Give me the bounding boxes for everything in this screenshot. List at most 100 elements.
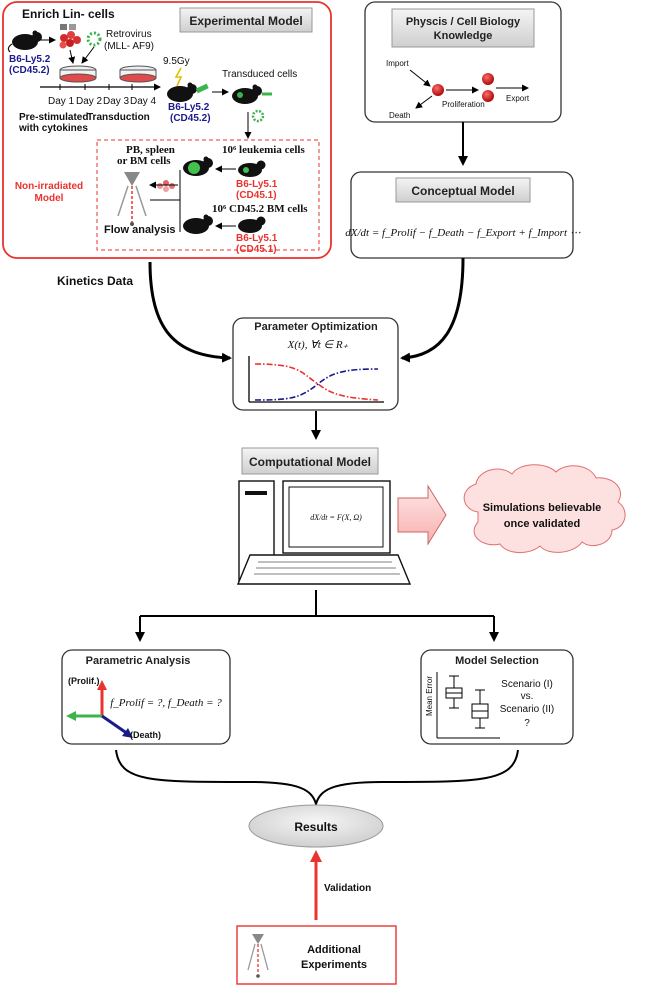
kinetics-data-label: Kinetics Data <box>57 274 133 288</box>
transduced-mouse-icon <box>232 84 262 104</box>
optimization-title: Parameter Optimization <box>254 321 378 333</box>
mean-error-label: Mean Error <box>425 676 434 716</box>
donor-mouse-icon <box>7 30 42 53</box>
flow-cytometer-small-icon <box>247 934 269 978</box>
parametric-analysis-panel: Parametric Analysis (Prolif.) (Death) f_… <box>61 649 231 745</box>
retrovirus-label: Retrovirus <box>106 29 152 40</box>
syringe-icon <box>195 83 209 94</box>
leukemia-cells-label: 10⁶ leukemia cells <box>222 144 305 156</box>
conceptual-model-panel: Conceptual Model dX/dt = f_Prolif − f_De… <box>345 171 581 259</box>
question-mark: ? <box>524 718 530 729</box>
dose-label: 9.5Gy <box>163 56 190 67</box>
conceptual-title: Conceptual Model <box>411 184 514 198</box>
recipient-strain: B6-Ly5.2 <box>168 102 210 113</box>
results-ellipse <box>248 804 384 848</box>
donor-cd: (CD45.2) <box>9 65 50 76</box>
day-2: Day 2 <box>76 96 103 107</box>
death-axis <box>101 714 129 736</box>
bm-donor-mouse <box>238 216 266 233</box>
bm-strain: B6-Ly5.1 <box>236 233 278 244</box>
results-label: Results <box>294 820 338 834</box>
pb-label-2: or BM cells <box>117 155 171 167</box>
decreasing-curve <box>254 363 379 401</box>
day-1: Day 1 <box>48 96 75 107</box>
day-4: Day 4 <box>130 96 157 107</box>
retrovirus-icon <box>86 31 102 47</box>
enrich-label: Enrich Lin- cells <box>22 7 115 21</box>
vs-label: vs. <box>521 691 534 702</box>
scenario-2-label: Scenario (II) <box>500 704 554 715</box>
culture-dish-2 <box>119 65 157 83</box>
donor-strain: B6-Ly5.2 <box>9 54 51 65</box>
pb-label-1: PB, spleen <box>126 144 175 156</box>
optimization-formula: X(t), ∀t ∈ R₊ <box>287 339 349 351</box>
arrow-conceptual-to-optimization <box>400 257 465 363</box>
death-label: Death <box>389 111 410 120</box>
leukemia-strain: B6-Ly5.1 <box>236 179 278 190</box>
dividing-cell-icon-2 <box>482 90 494 102</box>
computational-screen-equation: dX/dt = F(X, Ω) <box>310 513 362 522</box>
leukemic-mouse-icon <box>183 156 213 176</box>
arrow-to-simulations <box>397 484 447 546</box>
import-label: Import <box>386 59 409 68</box>
prestim-2: with cytokines <box>18 123 88 134</box>
branch-connector <box>135 590 499 642</box>
dividing-cell-icon-1 <box>482 73 494 85</box>
retrovirus-sub: (MLL- AF9) <box>104 41 154 52</box>
non-irradiated-box <box>96 139 320 251</box>
leukemia-cd: (CD45.1) <box>236 190 277 201</box>
proliferation-label: Proliferation <box>442 100 485 109</box>
simulations-cloud <box>463 464 626 553</box>
merge-brace <box>115 749 519 808</box>
death-axis-label: (Death) <box>130 730 161 740</box>
cloud-line-1: Simulations believable <box>483 502 602 514</box>
lin-cells-icon <box>59 31 81 49</box>
boxplot-scenario-1 <box>445 675 463 709</box>
flow-analysis-label: Flow analysis <box>104 224 176 236</box>
physics-knowledge-panel: Physcis / Cell Biology Knowledge Import … <box>364 1 562 123</box>
parameter-optimization-panel: Parameter Optimization X(t), ∀t ∈ R₊ <box>232 317 399 411</box>
physics-title-1: Physcis / Cell Biology <box>406 16 521 28</box>
increasing-curve <box>254 368 379 401</box>
experimental-title-box <box>179 7 313 33</box>
tube-icon <box>60 24 67 30</box>
culture-dish-1 <box>59 65 97 83</box>
flow-cytometer-icon <box>117 172 147 226</box>
physics-title-2: Knowledge <box>434 30 493 42</box>
prolif-axis-label: (Prolif.) <box>68 676 100 686</box>
additional-experiments-box: Additional Experiments <box>236 925 397 985</box>
model-selection-panel: Model Selection Mean Error Scenario (I) … <box>420 649 574 745</box>
experimental-model-panel: Experimental Model Enrich Lin- cells Ret… <box>2 1 332 259</box>
non-irradiated-1: Non-irradiated <box>15 181 83 192</box>
bm-cd: (CD45.1) <box>236 244 277 255</box>
non-irradiated-2: Model <box>35 193 64 204</box>
computer-icon <box>236 480 412 585</box>
export-label: Export <box>506 94 530 103</box>
conceptual-equation: dX/dt = f_Prolif − f_Death − f_Export + … <box>345 227 581 239</box>
parametric-formula: f_Prolif = ?, f_Death = ? <box>110 697 222 709</box>
leukemia-donor-mouse <box>238 160 266 177</box>
parametric-title: Parametric Analysis <box>86 655 191 667</box>
experimental-title: Experimental Model <box>189 14 302 28</box>
transduced-cells-icon <box>251 109 265 123</box>
additional-line-2: Experiments <box>301 959 367 971</box>
boxplot-scenario-2 <box>471 689 489 729</box>
scenario-1-label: Scenario (I) <box>501 679 553 690</box>
prestim-1: Pre-stimulated <box>19 112 88 123</box>
cell-icon <box>432 84 444 96</box>
day-3: Day 3 <box>103 96 130 107</box>
computational-model: Computational Model dX/dt = F(X, Ω) <box>236 447 412 585</box>
additional-line-1: Additional <box>307 944 361 956</box>
selection-title: Model Selection <box>455 655 539 667</box>
transduced-label: Transduced cells <box>222 69 297 80</box>
recipient-mouse-icon <box>167 82 197 102</box>
cloud-line-2: once validated <box>504 518 580 530</box>
arrow-kinetics-to-optimization <box>148 261 232 363</box>
transduction-label: Transduction <box>87 112 150 123</box>
bm-cells-label: 10⁶ CD45.2 BM cells <box>212 203 308 215</box>
chimera-mouse-icon <box>183 214 213 234</box>
recipient-cd: (CD45.2) <box>170 113 211 124</box>
computational-title: Computational Model <box>249 455 371 469</box>
validation-label: Validation <box>324 883 371 894</box>
